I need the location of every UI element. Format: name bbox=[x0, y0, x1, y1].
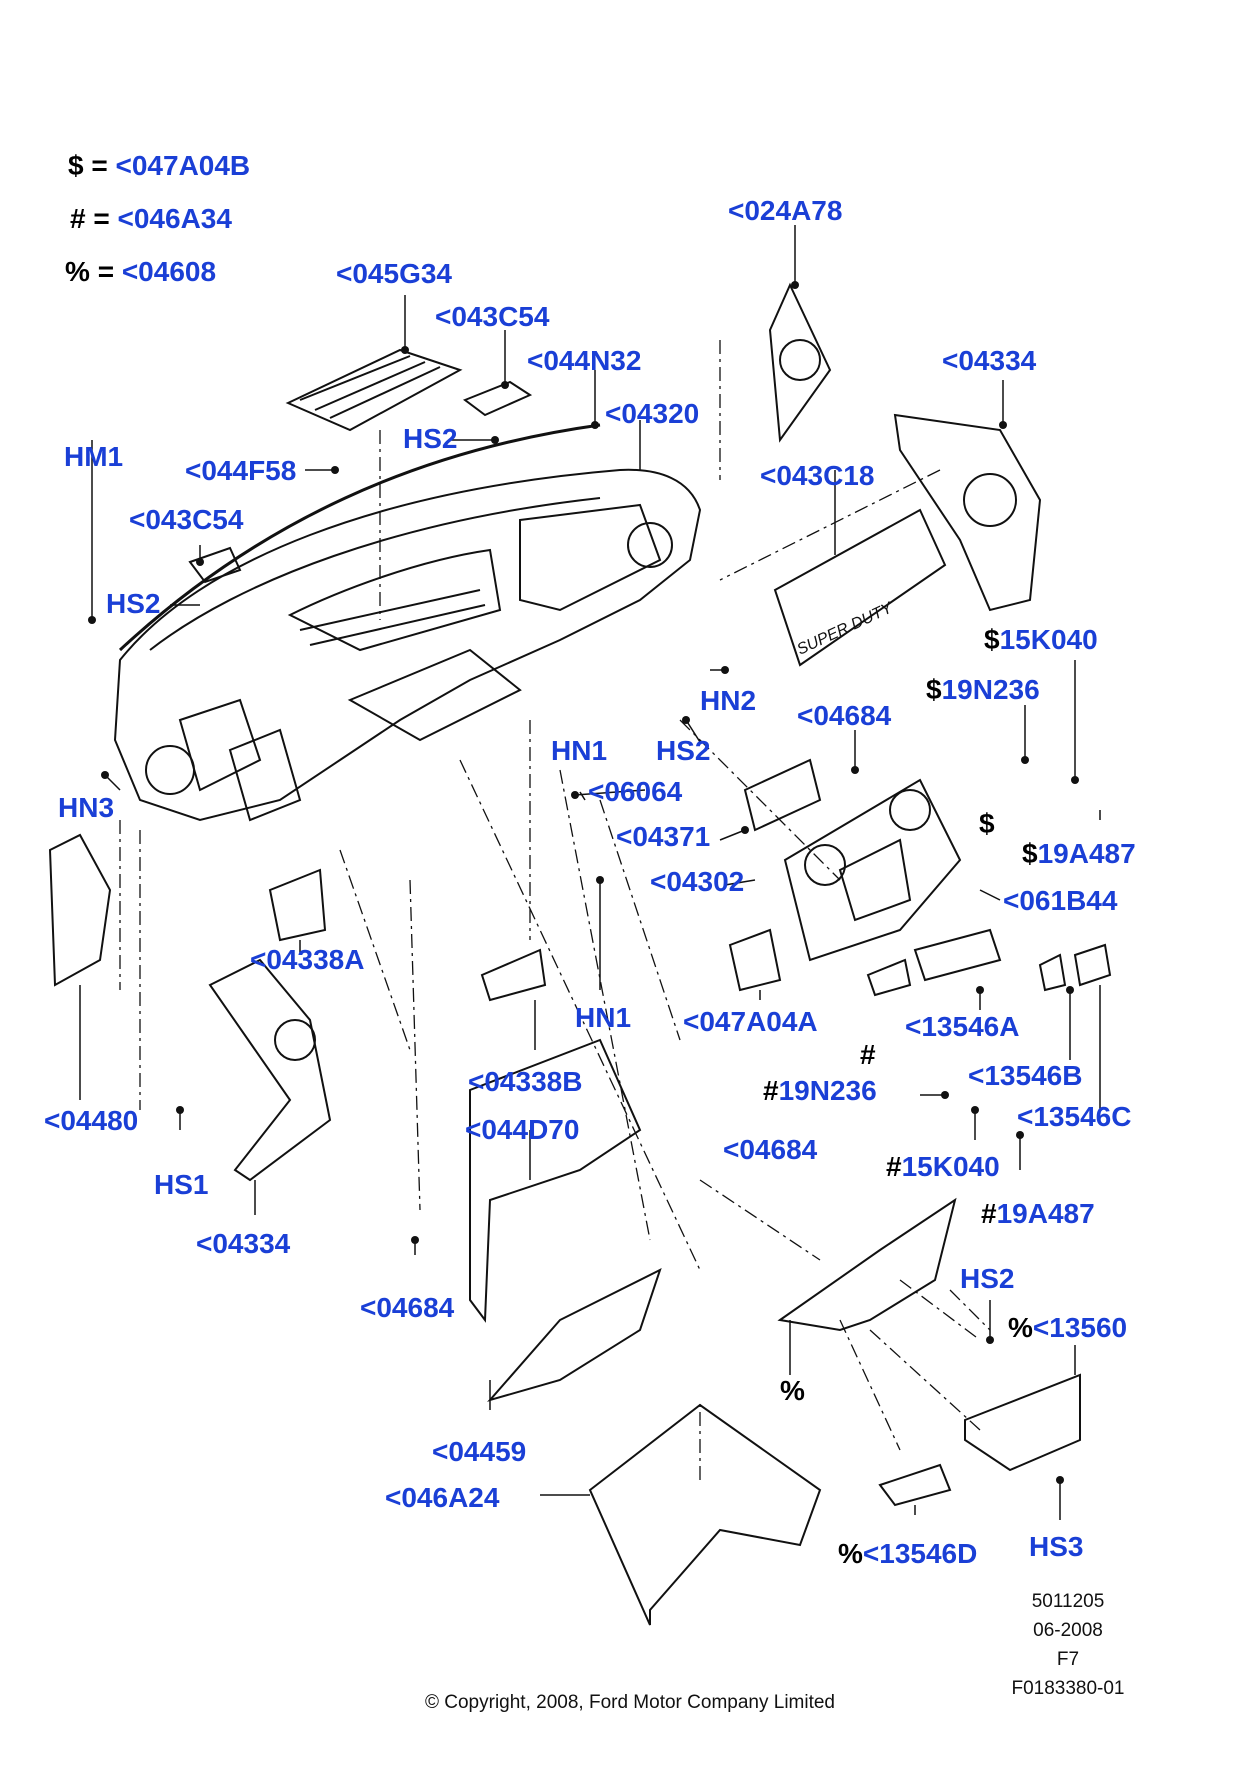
callout-15k040-hash[interactable]: #15K040 bbox=[886, 1151, 1000, 1182]
callout-044f58[interactable]: <044F58 bbox=[185, 455, 297, 486]
center-bezel bbox=[783, 778, 962, 962]
callout-19a487-hash[interactable]: #19A487 bbox=[981, 1198, 1095, 1229]
callout-04334-left[interactable]: <04334 bbox=[196, 1228, 291, 1259]
callout-19a487-dollar[interactable]: $19A487 bbox=[1022, 838, 1136, 869]
callout-13546c[interactable]: <13546C bbox=[1017, 1101, 1132, 1132]
callout-13546d[interactable]: %<13546D bbox=[838, 1538, 978, 1569]
bezel-04338b bbox=[480, 948, 547, 1002]
callout-043c54-left[interactable]: <043C54 bbox=[129, 504, 244, 535]
glove-box-046a24 bbox=[588, 1403, 822, 1626]
cover-043c54-top bbox=[462, 380, 533, 417]
box-13560 bbox=[964, 1373, 1081, 1472]
drawing-date: 06-2008 bbox=[1033, 1620, 1103, 1641]
legend-value: <047A04B bbox=[115, 150, 251, 181]
lower-panel-044d70 bbox=[469, 1038, 642, 1323]
callout-047a04a[interactable]: <047A04A bbox=[683, 1006, 818, 1037]
legend-value: <04608 bbox=[121, 256, 217, 287]
right-bezel bbox=[893, 413, 1042, 612]
legend-row-percent: % = <04608 bbox=[65, 258, 216, 286]
callout-046a24[interactable]: <046A24 bbox=[385, 1482, 500, 1513]
switch-13546a bbox=[913, 928, 1002, 982]
callout-04684-right[interactable]: <04684 bbox=[797, 700, 892, 731]
callout-06064[interactable]: <06064 bbox=[588, 776, 683, 807]
callout-04684-left[interactable]: <04684 bbox=[360, 1292, 455, 1323]
super-duty-emboss: SUPER DUTY bbox=[795, 599, 897, 659]
legend-symbol: # bbox=[70, 203, 86, 234]
callout-hn1-lower[interactable]: HN1 bbox=[575, 1002, 632, 1033]
lower-panel-right bbox=[777, 1197, 957, 1332]
fastener-dots bbox=[88, 281, 1079, 1484]
callout-061b44[interactable]: <061B44 bbox=[1003, 885, 1118, 916]
callout-04371[interactable]: <04371 bbox=[616, 821, 711, 852]
legend-symbol: % bbox=[65, 256, 90, 287]
leader-lines bbox=[79, 225, 1101, 1520]
panel-045g34 bbox=[285, 348, 463, 432]
legend-equals: = bbox=[91, 150, 108, 181]
callout-04338b[interactable]: <04338B bbox=[468, 1066, 583, 1097]
radio-module bbox=[743, 758, 822, 832]
callout-04338a[interactable]: <04338A bbox=[250, 944, 365, 975]
callout-044n32[interactable]: <044N32 bbox=[527, 345, 642, 376]
callout-hn1-upper[interactable]: HN1 bbox=[551, 735, 608, 766]
callout-hs1[interactable]: HS1 bbox=[154, 1169, 209, 1200]
callout-04320[interactable]: <04320 bbox=[605, 398, 700, 429]
callout-hs2-left[interactable]: HS2 bbox=[106, 588, 161, 619]
instrument-panel-outline bbox=[113, 468, 702, 822]
drawing-id: F0183380-01 bbox=[1011, 1678, 1125, 1699]
callout-045g34[interactable]: <045G34 bbox=[336, 258, 452, 289]
end-cap-04480 bbox=[48, 833, 112, 987]
callout-04302[interactable]: <04302 bbox=[650, 866, 745, 897]
drawing-number: 5011205 bbox=[1031, 1591, 1105, 1612]
callout-04334-right[interactable]: <04334 bbox=[942, 345, 1037, 376]
legend-equals: = bbox=[93, 203, 110, 234]
switch-047a04a bbox=[728, 928, 782, 992]
top-trim-strip bbox=[118, 423, 601, 652]
callout-19n236-dollar[interactable]: $19N236 bbox=[926, 674, 1040, 705]
construction-lines bbox=[119, 340, 991, 1480]
drawing-sheet: F7 bbox=[1056, 1649, 1080, 1670]
legend-equals: = bbox=[97, 256, 115, 287]
callout-hs2-lower[interactable]: HS2 bbox=[960, 1263, 1015, 1294]
callout-13560[interactable]: %<13560 bbox=[1008, 1312, 1128, 1343]
cover-043c54-left bbox=[188, 546, 242, 584]
callout-15k040-dollar[interactable]: $15K040 bbox=[984, 624, 1098, 655]
callout-hash-marker[interactable]: # bbox=[860, 1039, 876, 1070]
callout-13546a[interactable]: <13546A bbox=[905, 1011, 1020, 1042]
legend-value: <046A34 bbox=[117, 203, 232, 234]
speaker-panel bbox=[768, 282, 832, 443]
callout-024a78[interactable]: <024A78 bbox=[728, 195, 843, 226]
legend-row-dollar: $ = <047A04B bbox=[68, 152, 250, 180]
legend-row-hash: # = <046A34 bbox=[70, 205, 232, 233]
callout-hs3[interactable]: HS3 bbox=[1029, 1531, 1084, 1562]
callout-13546b[interactable]: <13546B bbox=[968, 1060, 1083, 1091]
legend-symbol: $ bbox=[68, 150, 84, 181]
callout-04684-mid[interactable]: <04684 bbox=[723, 1134, 818, 1165]
callout-dollar-marker[interactable]: $ bbox=[979, 808, 995, 839]
callout-hs2-top[interactable]: HS2 bbox=[403, 423, 458, 454]
callout-19n236-hash[interactable]: #19N236 bbox=[763, 1075, 877, 1106]
vent-13546d bbox=[878, 1463, 952, 1507]
callout-044d70[interactable]: <044D70 bbox=[465, 1114, 580, 1145]
copyright-notice: © Copyright, 2008, Ford Motor Company Li… bbox=[424, 1692, 835, 1713]
callout-043c54-top[interactable]: <043C54 bbox=[435, 301, 550, 332]
airbag-door bbox=[773, 508, 947, 667]
callout-04480[interactable]: <04480 bbox=[44, 1105, 139, 1136]
left-bezel-lower bbox=[208, 958, 332, 1182]
callout-043c18[interactable]: <043C18 bbox=[760, 460, 875, 491]
callout-hn3[interactable]: HN3 bbox=[58, 792, 115, 823]
callout-hm1[interactable]: HM1 bbox=[64, 441, 124, 472]
bezel-04338a bbox=[268, 868, 327, 942]
trim-04459 bbox=[487, 1268, 662, 1402]
callout-percent-marker[interactable]: % bbox=[780, 1375, 805, 1406]
callout-hn2[interactable]: HN2 bbox=[700, 685, 757, 716]
callout-hs2-center[interactable]: HS2 bbox=[656, 735, 711, 766]
callout-04459[interactable]: <04459 bbox=[432, 1436, 527, 1467]
